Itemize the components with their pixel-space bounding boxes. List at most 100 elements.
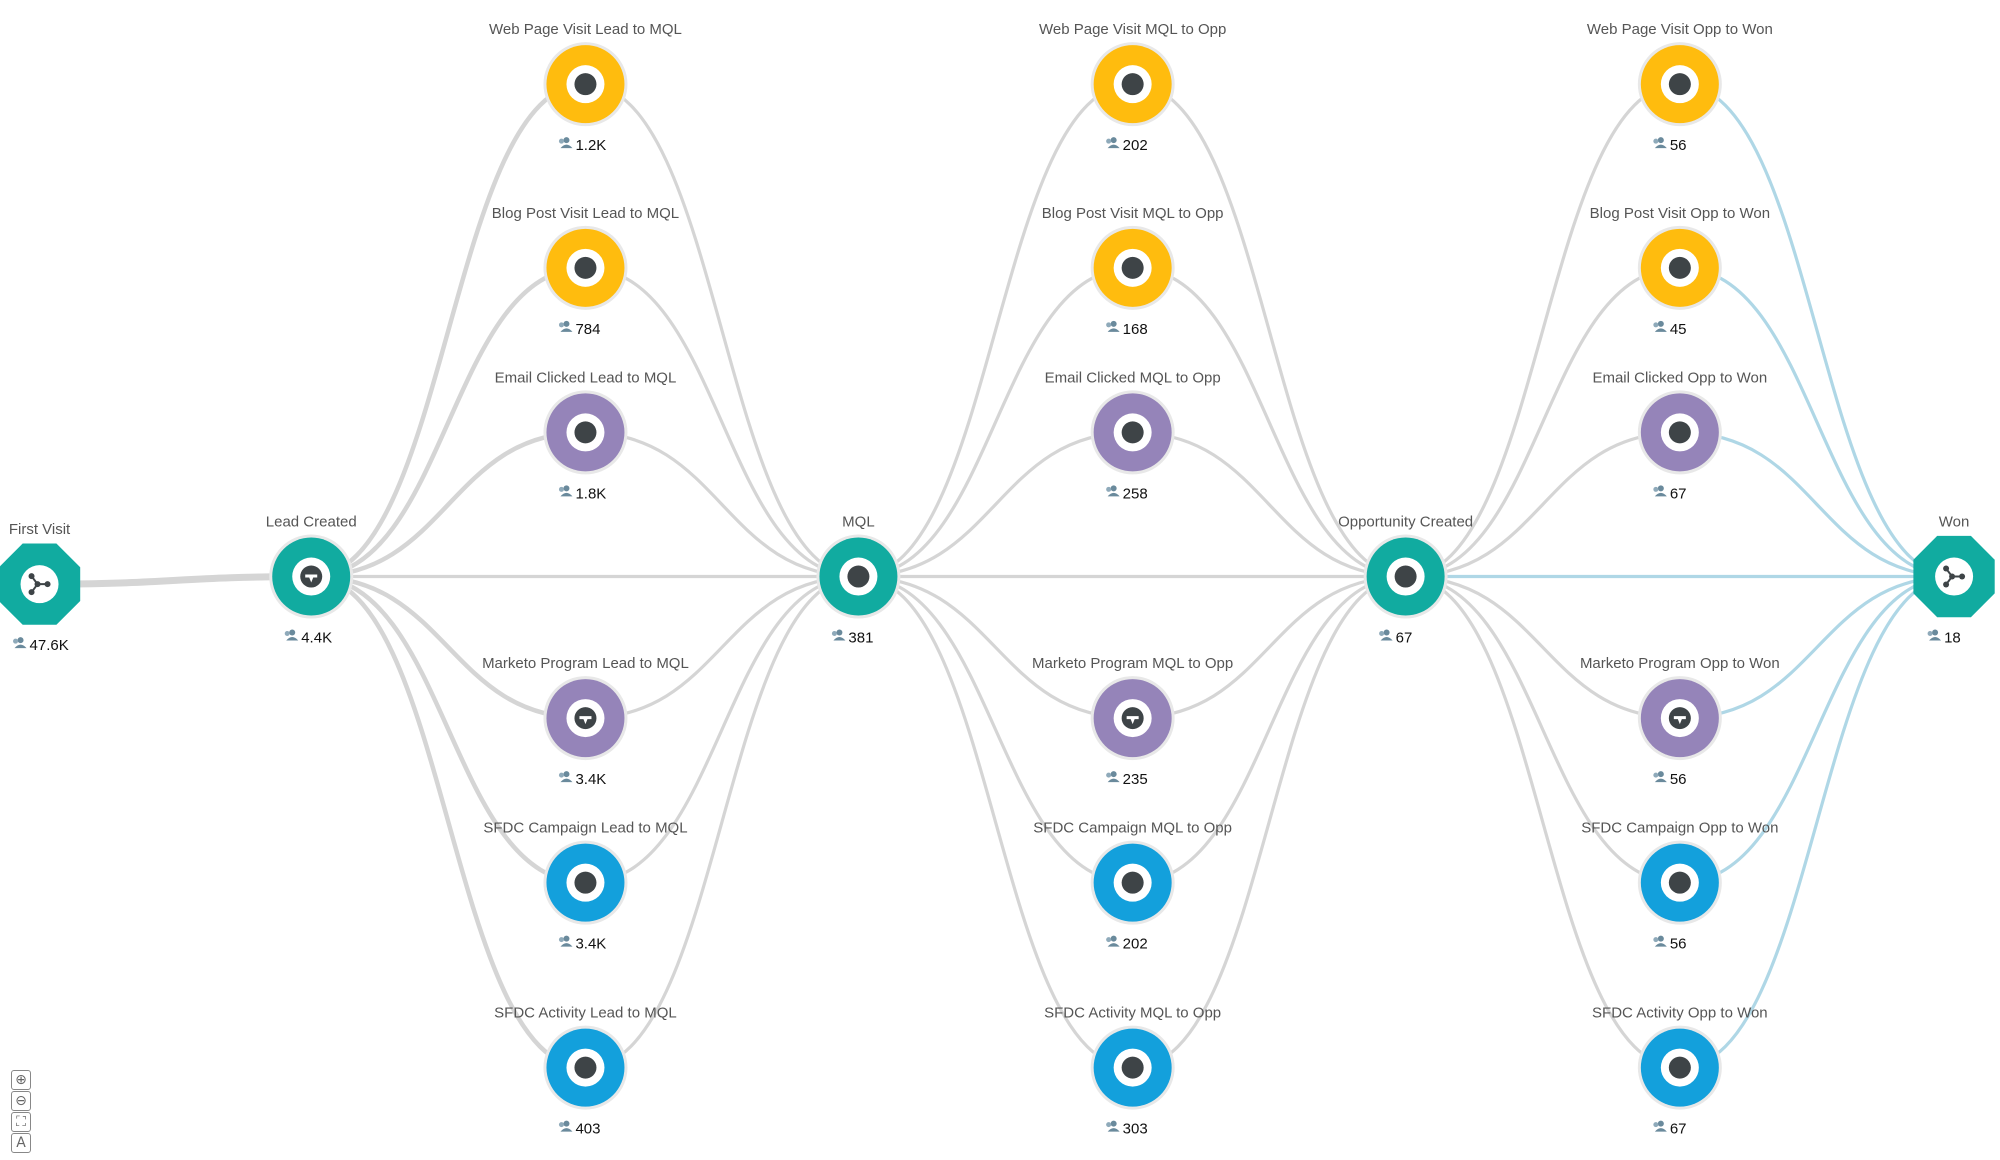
node-label: Email Clicked MQL to Opp xyxy=(1045,369,1221,386)
node-first-visit[interactable]: First Visit 47.6K xyxy=(0,521,81,654)
edge-marketo-lead-mql-to-mql xyxy=(585,574,859,720)
dot-icon xyxy=(566,248,605,287)
node-count: 47.6K xyxy=(13,637,69,654)
node-label: First Visit xyxy=(9,521,71,538)
edge-lead-created-to-web-lead-mql xyxy=(311,81,586,579)
node-count-value: 168 xyxy=(1123,321,1148,338)
node-email-mql-opp[interactable]: Email Clicked MQL to Opp 258 xyxy=(1045,369,1221,502)
users-icon xyxy=(558,935,573,947)
node-count-value: 258 xyxy=(1123,485,1148,502)
edge-mql-to-email-mql-opp xyxy=(858,430,1133,579)
edge-blog-mql-opp-to-opp-created xyxy=(1132,266,1406,579)
users-icon xyxy=(558,1120,573,1132)
node-label: Email Clicked Lead to MQL xyxy=(495,369,677,386)
dot-icon xyxy=(1113,65,1152,104)
dot-icon xyxy=(566,1048,605,1087)
users-icon xyxy=(1106,771,1120,783)
node-label: Web Page Visit Lead to MQL xyxy=(489,21,682,38)
users-icon xyxy=(13,637,27,649)
edge-lead-created-to-blog-lead-mql xyxy=(311,265,586,579)
dot-icon xyxy=(839,557,878,596)
node-sfdc-camp-lead-mql[interactable]: SFDC Campaign Lead to MQL 3.4K xyxy=(483,820,687,953)
users-icon xyxy=(558,771,573,783)
node-count: 202 xyxy=(1106,935,1148,953)
users-icon xyxy=(1106,1120,1120,1132)
edge-mql-to-blog-mql-opp xyxy=(858,266,1133,579)
edge-opp-created-to-sfdc-act-opp-won xyxy=(1405,574,1680,1070)
edge-first-visit-to-lead-created xyxy=(39,573,312,588)
node-count: 67 xyxy=(1653,1120,1687,1138)
users-icon xyxy=(1653,320,1667,332)
edge-sfdc-act-opp-won-to-won xyxy=(1679,574,1955,1070)
node-count: 1.8K xyxy=(558,485,606,502)
node-count-value: 202 xyxy=(1123,137,1148,154)
node-web-mql-opp[interactable]: Web Page Visit MQL to Opp 202 xyxy=(1039,21,1226,154)
node-label: SFDC Campaign Lead to MQL xyxy=(483,820,687,837)
node-opp-created[interactable]: Opportunity Created 67 xyxy=(1338,514,1473,647)
auto-layout-icon[interactable]: A xyxy=(11,1133,31,1153)
fit-screen-icon[interactable]: ⛶ xyxy=(11,1112,31,1132)
node-count: 3.4K xyxy=(558,935,606,953)
edge-mql-to-sfdc-camp-mql-opp xyxy=(858,574,1133,885)
dot-icon xyxy=(1113,863,1152,902)
node-count: 56 xyxy=(1653,771,1687,788)
node-count-value: 47.6K xyxy=(30,637,69,654)
edge-sfdc-camp-lead-mql-to-mql xyxy=(585,574,859,885)
node-count: 67 xyxy=(1379,629,1412,647)
zoom-out-icon[interactable]: ⊖ xyxy=(11,1091,31,1111)
node-count-value: 45 xyxy=(1670,321,1687,338)
users-icon xyxy=(1653,1120,1667,1132)
node-count-value: 381 xyxy=(848,630,873,647)
edge-blog-opp-won-to-won xyxy=(1679,266,1955,579)
node-count-value: 3.4K xyxy=(575,936,606,953)
node-label: Won xyxy=(1939,514,1970,531)
edge-sfdc-camp-opp-won-to-won xyxy=(1679,574,1955,885)
node-count-value: 56 xyxy=(1670,936,1687,953)
node-label: MQL xyxy=(842,514,875,531)
node-mql[interactable]: MQL 381 xyxy=(816,514,901,647)
node-count: 235 xyxy=(1106,771,1148,788)
users-icon xyxy=(1106,320,1120,332)
node-count: 45 xyxy=(1653,320,1687,338)
users-icon xyxy=(1106,137,1120,149)
node-label: Web Page Visit MQL to Opp xyxy=(1039,21,1226,38)
edge-lead-created-to-email-lead-mql xyxy=(311,430,586,579)
marketo-icon xyxy=(1660,699,1699,738)
node-label: Lead Created xyxy=(266,514,357,531)
edge-lead-created-to-sfdc-camp-lead-mql xyxy=(311,574,586,885)
dot-icon xyxy=(1113,248,1152,287)
node-count: 403 xyxy=(558,1120,600,1138)
dot-icon xyxy=(1660,65,1699,104)
edge-blog-lead-mql-to-mql xyxy=(585,266,859,579)
node-label: Opportunity Created xyxy=(1338,514,1473,531)
node-count-value: 3.4K xyxy=(575,771,606,788)
edge-email-mql-opp-to-opp-created xyxy=(1132,430,1406,579)
node-count-value: 202 xyxy=(1123,936,1148,953)
edge-email-opp-won-to-won xyxy=(1679,430,1955,579)
users-icon xyxy=(284,629,299,641)
node-count: 3.4K xyxy=(558,771,606,788)
node-email-lead-mql[interactable]: Email Clicked Lead to MQL 1.8K xyxy=(495,369,677,502)
zoom-in-icon[interactable]: ⊕ xyxy=(11,1070,31,1090)
dot-icon xyxy=(566,863,605,902)
node-count-value: 235 xyxy=(1123,771,1148,788)
node-count-value: 67 xyxy=(1670,485,1687,502)
edge-opp-created-to-blog-opp-won xyxy=(1405,266,1680,579)
edge-marketo-mql-opp-to-opp-created xyxy=(1132,574,1406,720)
